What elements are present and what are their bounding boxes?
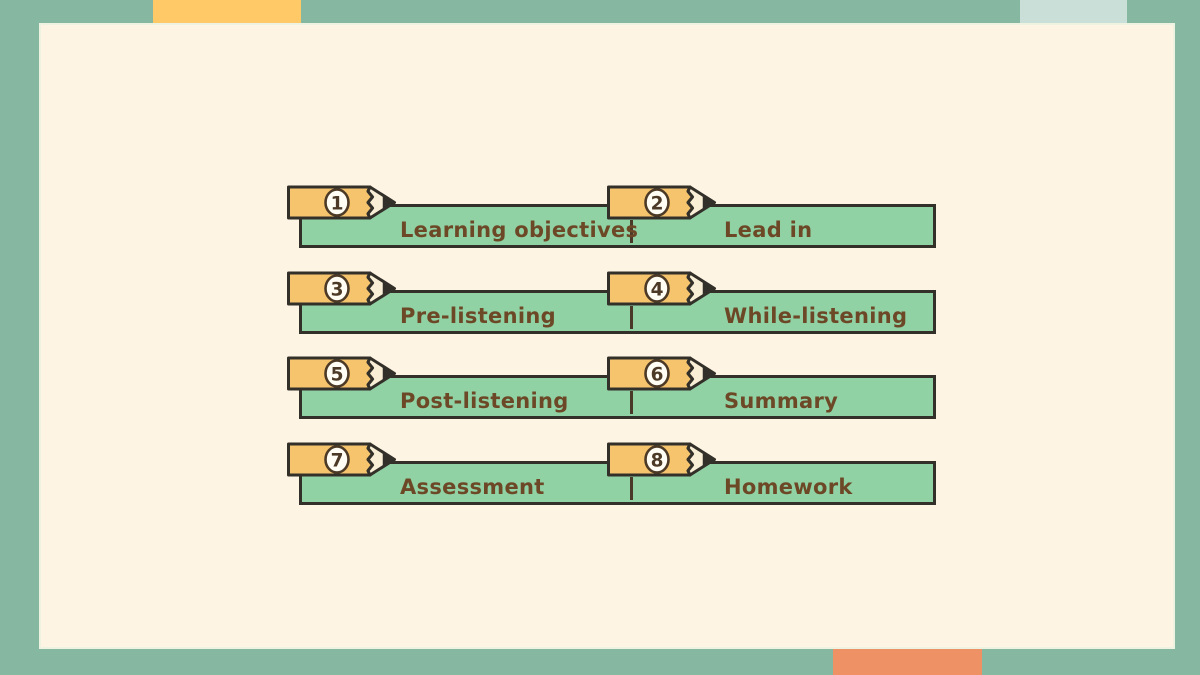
item-number: 7	[331, 451, 344, 472]
agenda-item-label[interactable]: Post-listening	[400, 389, 569, 413]
pencil-icon: 3	[287, 271, 396, 306]
pencil-icon: 1	[287, 185, 396, 220]
accent-block-bottom-orange	[833, 649, 982, 675]
item-number: 5	[331, 365, 344, 386]
pencil-tip	[702, 365, 716, 382]
agenda-item-label[interactable]: Assessment	[400, 475, 545, 499]
accent-block-top-yellow	[153, 0, 301, 23]
pencil-tip	[382, 280, 396, 297]
agenda-row: Assessment Homework 7 8	[285, 441, 945, 523]
number-circle	[644, 188, 670, 217]
pencil-number-marker: 5	[285, 355, 399, 392]
item-number: 2	[651, 194, 664, 215]
agenda-row: Post-listening Summary 5 6	[285, 355, 945, 437]
pencil-tip	[382, 194, 396, 211]
pencil-tip	[382, 451, 396, 468]
column-divider	[630, 477, 633, 500]
pencil-number-marker: 3	[285, 270, 399, 307]
agenda-row: Learning objectives Lead in 1 2	[285, 184, 945, 266]
number-circle	[644, 274, 670, 303]
item-number: 1	[331, 194, 344, 215]
pencil-icon: 2	[607, 185, 716, 220]
item-number: 8	[651, 451, 664, 472]
number-circle	[324, 274, 350, 303]
number-circle	[324, 445, 350, 474]
column-divider	[630, 306, 633, 329]
pencil-icon: 4	[607, 271, 716, 306]
agenda-item-label[interactable]: Homework	[724, 475, 853, 499]
agenda-item-label[interactable]: While-listening	[724, 304, 908, 328]
column-divider	[630, 220, 633, 243]
pencil-number-marker: 6	[605, 355, 719, 392]
pencil-icon: 6	[607, 356, 716, 391]
number-circle	[324, 359, 350, 388]
number-circle	[644, 359, 670, 388]
pencil-tip	[702, 194, 716, 211]
item-number: 4	[651, 280, 664, 301]
pencil-icon: 8	[607, 442, 716, 477]
pencil-number-marker: 8	[605, 441, 719, 478]
agenda-item-label[interactable]: Lead in	[724, 218, 813, 242]
column-divider	[630, 391, 633, 414]
agenda-item-label[interactable]: Summary	[724, 389, 839, 413]
pencil-number-marker: 2	[605, 184, 719, 221]
pencil-number-marker: 7	[285, 441, 399, 478]
pencil-icon: 7	[287, 442, 396, 477]
pencil-tip	[382, 365, 396, 382]
accent-block-top-right-blue	[1020, 0, 1127, 23]
item-number: 6	[651, 365, 664, 386]
item-number: 3	[331, 280, 344, 301]
number-circle	[644, 445, 670, 474]
pencil-number-marker: 4	[605, 270, 719, 307]
pencil-tip	[702, 451, 716, 468]
pencil-tip	[702, 280, 716, 297]
agenda-row: Pre-listening While-listening 3 4	[285, 270, 945, 352]
pencil-number-marker: 1	[285, 184, 399, 221]
agenda-item-label[interactable]: Learning objectives	[400, 218, 639, 242]
agenda-item-label[interactable]: Pre-listening	[400, 304, 556, 328]
number-circle	[324, 188, 350, 217]
content-panel	[39, 23, 1175, 649]
pencil-icon: 5	[287, 356, 396, 391]
